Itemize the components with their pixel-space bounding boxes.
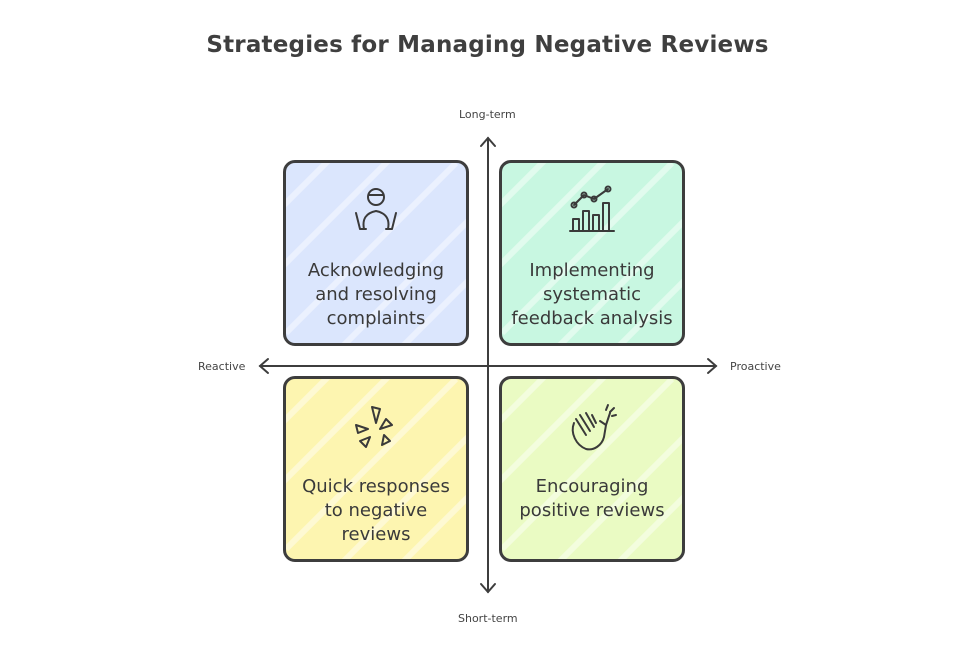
axis-label-right: Proactive bbox=[730, 360, 781, 373]
axis-label-left: Reactive bbox=[198, 360, 246, 373]
diagram-title: Strategies for Managing Negative Reviews bbox=[206, 32, 769, 58]
hatch-pattern bbox=[502, 163, 682, 343]
person-hands-icon bbox=[355, 188, 397, 230]
axis-label-top: Long-term bbox=[459, 108, 516, 121]
quadrant-label: Implementing systematic feedback analysi… bbox=[511, 260, 673, 329]
quadrant-label: Acknowledging and resolving complaints bbox=[307, 260, 445, 329]
quadrant-top-left: Acknowledging and resolving complaints bbox=[283, 160, 469, 346]
hatch-pattern bbox=[286, 163, 466, 343]
arrow-left bbox=[258, 358, 269, 374]
quadrant-label: Quick responses to negative reviews bbox=[302, 476, 450, 545]
arrow-right bbox=[707, 358, 718, 374]
quadrant-bottom-left: Quick responses to negative reviews bbox=[283, 376, 469, 562]
quadrant-bottom-right: Encouraging positive reviews bbox=[499, 376, 685, 562]
arrow-down bbox=[480, 583, 496, 594]
quadrant-top-right: Implementing systematic feedback analysi… bbox=[499, 160, 685, 346]
arrow-up bbox=[480, 136, 496, 147]
hatch-pattern bbox=[286, 379, 466, 559]
yelp-burst-icon bbox=[355, 406, 393, 448]
clapping-hands-icon bbox=[571, 404, 617, 451]
axis-label-bottom: Short-term bbox=[458, 612, 518, 625]
hatch-pattern bbox=[502, 379, 682, 559]
bar-line-chart-icon bbox=[569, 185, 615, 232]
quadrant-label: Encouraging positive reviews bbox=[519, 476, 665, 521]
